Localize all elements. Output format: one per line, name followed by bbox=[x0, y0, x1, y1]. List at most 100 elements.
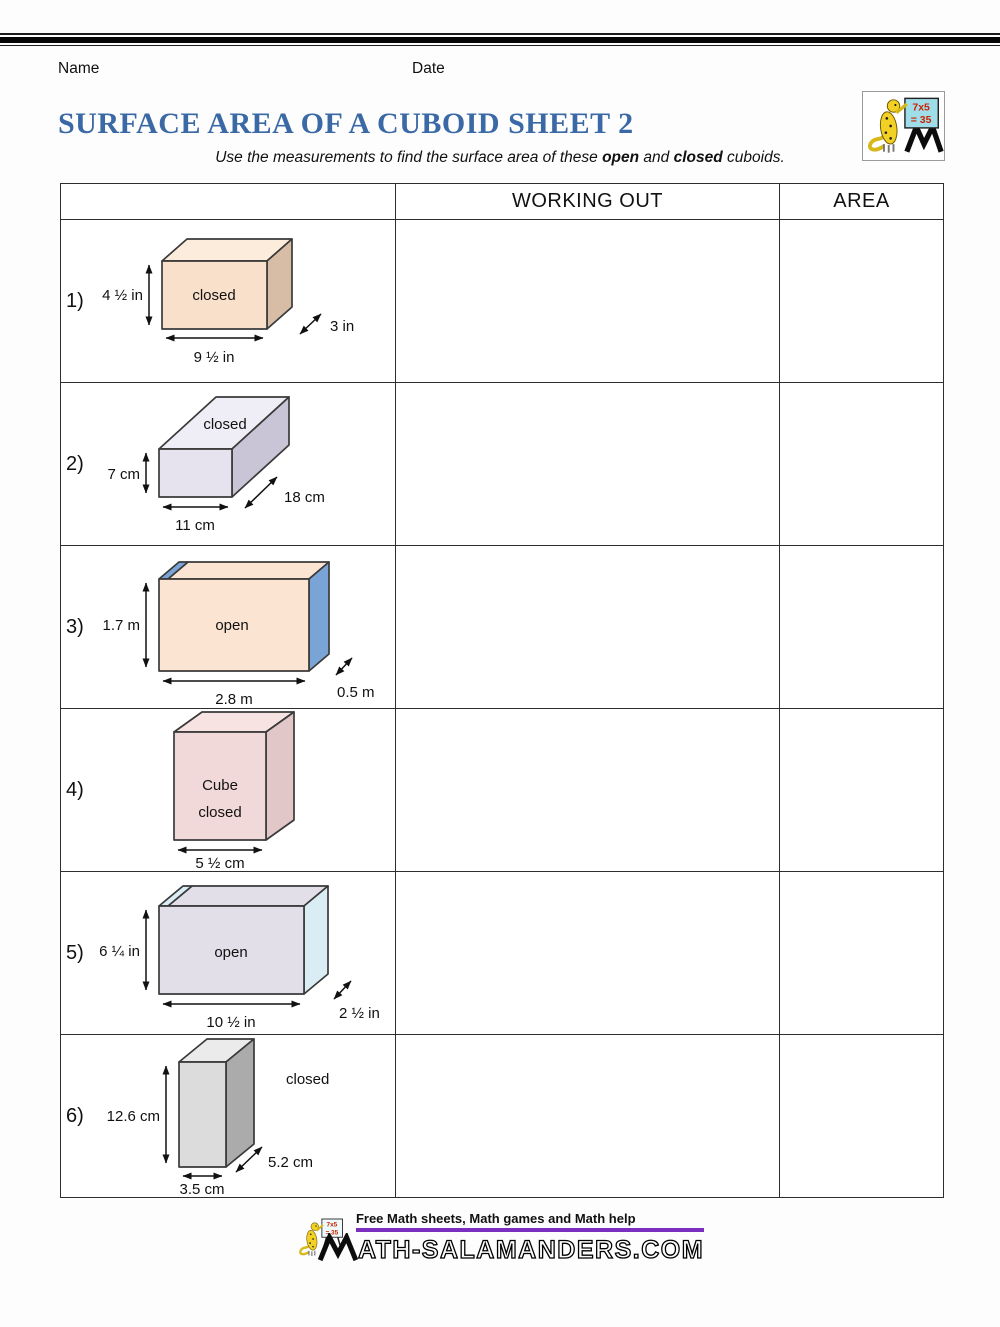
working-out-cell bbox=[395, 545, 780, 709]
open-label: open bbox=[215, 617, 248, 634]
problem-5-number: 5) bbox=[66, 941, 84, 964]
instruction-mid: and bbox=[639, 149, 674, 166]
cuboid-diagram-6: closed 12.6 cm 3.5 cm 5.2 cm bbox=[107, 1038, 329, 1195]
logo-m-zigzag bbox=[904, 120, 944, 153]
box-interior bbox=[167, 561, 330, 580]
working-out-cell bbox=[395, 708, 780, 872]
area-cell bbox=[779, 1034, 944, 1198]
salamander-arm bbox=[315, 1224, 324, 1232]
height-label: 6 ¼ in bbox=[99, 943, 140, 960]
depth-arrow bbox=[235, 1146, 263, 1173]
header-area: AREA bbox=[779, 183, 944, 220]
open-label: open bbox=[214, 944, 247, 961]
height-label: 12.6 cm bbox=[107, 1108, 160, 1125]
box-side-face bbox=[303, 884, 329, 995]
open-cuboid-diagram-3: open 1.7 m 2.8 m 0.5 m bbox=[102, 561, 375, 707]
box-front-face bbox=[158, 904, 305, 995]
height-label: 7 cm bbox=[107, 466, 140, 483]
depth-label: 2 ½ in bbox=[339, 1005, 380, 1022]
cuboid-front-face bbox=[178, 1061, 227, 1168]
header-figure-cell bbox=[60, 183, 396, 220]
area-cell bbox=[779, 382, 944, 546]
height-label: 4 ½ in bbox=[102, 287, 143, 304]
cube-front-face bbox=[173, 731, 267, 841]
closed-label: closed bbox=[192, 287, 235, 304]
name-date-row: Name Date bbox=[0, 60, 1000, 80]
closed-label: closed bbox=[286, 1071, 329, 1088]
table-row: 1) closed 4 ½ in 9 ½ in 3 in bbox=[60, 219, 944, 383]
name-label: Name bbox=[58, 60, 100, 77]
salamander-head bbox=[310, 1222, 319, 1231]
salamander-logo-icon: 7x5 = 35 bbox=[868, 97, 944, 153]
footer: 7x5 = 35 Free Math sheets, Math games an… bbox=[0, 1211, 1000, 1267]
cuboid-diagram-1: closed 4 ½ in 9 ½ in 3 in bbox=[102, 238, 354, 366]
instruction-open: open bbox=[602, 149, 640, 166]
footer-board-line1: 7x5 bbox=[326, 1222, 337, 1229]
cuboid-side-face bbox=[225, 1038, 255, 1168]
salamander-body bbox=[879, 111, 898, 145]
cuboid-front-face bbox=[158, 448, 233, 498]
width-label: 9 ½ in bbox=[194, 349, 235, 366]
cuboid-diagram-2: closed 7 cm 11 cm 18 cm bbox=[107, 396, 325, 534]
cube-diagram-4: Cube closed 5 ½ cm bbox=[173, 711, 295, 870]
problem-6-number: 6) bbox=[66, 1104, 84, 1127]
depth-label: 18 cm bbox=[284, 489, 325, 506]
footer-underline bbox=[355, 1228, 705, 1232]
problem-3-number: 3) bbox=[66, 615, 84, 638]
width-label: 3.5 cm bbox=[179, 1181, 224, 1195]
cube-label-line1: Cube bbox=[202, 777, 238, 794]
table-row: 3) open 1.7 m 2.8 m 0.5 m bbox=[60, 545, 944, 709]
salamander-tail bbox=[868, 135, 886, 152]
working-out-cell bbox=[395, 382, 780, 546]
problem-1-number: 1) bbox=[66, 289, 84, 312]
table-row: 2) closed 7 cm 11 cm 18 cm bbox=[60, 382, 944, 546]
header-row: WORKING OUT AREA bbox=[60, 183, 944, 220]
page-title: SURFACE AREA OF A CUBOID SHEET 2 bbox=[58, 107, 634, 140]
depth-arrow bbox=[299, 313, 322, 335]
width-label: 11 cm bbox=[175, 517, 215, 534]
problem-4-number: 4) bbox=[66, 778, 84, 801]
height-label: 1.7 m bbox=[102, 617, 140, 634]
footer-tagline: Free Math sheets, Math games and Math he… bbox=[355, 1211, 636, 1226]
depth-arrow bbox=[244, 476, 278, 509]
salamander-head bbox=[886, 99, 901, 113]
width-label: 5 ½ cm bbox=[195, 855, 244, 870]
depth-label: 3 in bbox=[330, 318, 354, 335]
area-cell bbox=[779, 219, 944, 383]
table-row: 4) Cube closed 5 ½ cm bbox=[60, 708, 944, 872]
logo-board bbox=[904, 97, 939, 129]
brand-logo: 7x5 = 35 bbox=[862, 91, 945, 161]
instruction-line: Use the measurements to find the surface… bbox=[0, 149, 1000, 167]
depth-arrow bbox=[335, 657, 353, 676]
box-front-face bbox=[158, 578, 310, 672]
problem-2-number: 2) bbox=[66, 452, 84, 475]
cuboid-front-face bbox=[161, 260, 268, 330]
depth-arrow bbox=[333, 979, 352, 1000]
salamander-arm bbox=[895, 102, 908, 114]
width-label: 10 ½ in bbox=[206, 1014, 255, 1031]
salamander-body bbox=[306, 1229, 318, 1251]
header-working-out: WORKING OUT bbox=[395, 183, 780, 220]
box-side-face bbox=[308, 561, 330, 672]
instruction-closed: closed bbox=[673, 149, 723, 166]
sitename-m-glyph bbox=[317, 1232, 358, 1261]
box-interior bbox=[167, 884, 329, 907]
depth-label: 0.5 m bbox=[337, 684, 375, 701]
depth-label: 5.2 cm bbox=[268, 1154, 313, 1171]
salamander-tail bbox=[299, 1245, 310, 1256]
logo-board-line1: 7x5 bbox=[912, 103, 930, 114]
area-cell bbox=[779, 545, 944, 709]
table-row: 6) closed 12.6 cm 3.5 cm 5.2 cm bbox=[60, 1034, 944, 1198]
footer-sitename: ATH-SALAMANDERS.COM bbox=[317, 1232, 705, 1264]
width-label: 2.8 m bbox=[215, 691, 253, 707]
table-row: 5) open 6 ¼ in 10 ½ in 2 ½ in bbox=[60, 871, 944, 1035]
working-out-cell bbox=[395, 219, 780, 383]
closed-label: closed bbox=[203, 416, 246, 433]
worksheet-table: WORKING OUT AREA 1) closed 4 ½ in 9 ½ in… bbox=[60, 183, 944, 1198]
top-rule bbox=[0, 33, 1000, 46]
instruction-suffix: cuboids. bbox=[722, 149, 785, 166]
cube-label-line2: closed bbox=[198, 804, 241, 821]
sitename-text: ATH-SALAMANDERS.COM bbox=[357, 1235, 705, 1264]
instruction-prefix: Use the measurements to find the surface… bbox=[215, 149, 603, 166]
cube-side-face bbox=[265, 711, 295, 841]
